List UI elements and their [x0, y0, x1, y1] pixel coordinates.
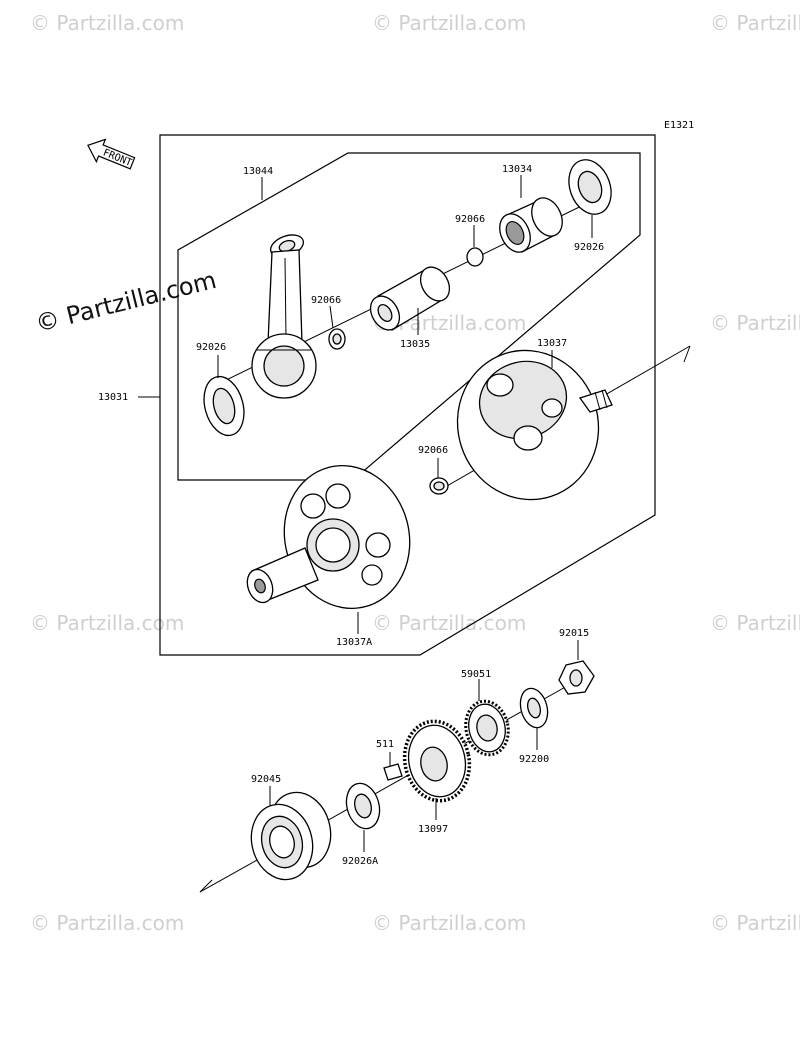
crank-web-left-13037A: [246, 464, 411, 610]
diagram-code: E1321: [664, 120, 694, 131]
bushing-92066-left: [328, 328, 346, 350]
front-arrow-icon: FRONT: [87, 138, 136, 170]
crank-web-right-13037: [456, 349, 613, 501]
crank-pin-13035: [369, 266, 451, 331]
part-callouts: 13044 13034 92066 92026 92066 92026 1303…: [98, 164, 604, 867]
needle-bearing-13034: [499, 197, 563, 253]
callout-92066-upper[interactable]: 92066: [455, 214, 485, 225]
callout-13037[interactable]: 13037: [537, 338, 567, 349]
bushing-92066-center: [429, 477, 449, 495]
callout-92026-right[interactable]: 92026: [574, 242, 604, 253]
axis-arrow-tail: [199, 879, 213, 893]
bushing-92066-upper: [466, 247, 484, 267]
gear-59051: [464, 699, 510, 757]
callout-92066-left[interactable]: 92066: [311, 295, 341, 306]
callout-13044[interactable]: 13044: [243, 166, 273, 177]
watermark-tile: © Partzilla.com: [30, 11, 184, 35]
thrust-washer-92026-right: [568, 159, 612, 215]
connecting-rod: [251, 234, 317, 399]
nut-92015: [558, 660, 595, 695]
watermark-tiles: © Partzilla.com © Partzilla.com © Partzi…: [30, 11, 800, 935]
callout-92066-center[interactable]: 92066: [418, 445, 448, 456]
washer-92200: [519, 687, 549, 729]
watermark-tile: © Partzilla.com: [30, 911, 184, 935]
callout-92015[interactable]: 92015: [559, 628, 589, 639]
watermark-tile: © Partzilla.com: [710, 11, 800, 35]
callout-13037A[interactable]: 13037A: [336, 637, 372, 648]
callout-511[interactable]: 511: [376, 739, 394, 750]
washer-92026A: [345, 782, 381, 830]
assembly-frame-13031: [159, 134, 656, 656]
watermark-tile: © Partzilla.com: [710, 911, 800, 935]
watermark-tile: © Partzilla.com: [372, 611, 526, 635]
key-511: [383, 763, 403, 781]
callout-13031[interactable]: 13031: [98, 392, 128, 403]
watermark-main: © Partzilla.com: [33, 266, 219, 338]
watermark-tile: © Partzilla.com: [710, 311, 800, 335]
callout-92200[interactable]: 92200: [519, 754, 549, 765]
gear-13097: [402, 719, 472, 803]
callout-13034[interactable]: 13034: [502, 164, 532, 175]
callout-13097[interactable]: 13097: [418, 824, 448, 835]
callout-92045[interactable]: 92045: [251, 774, 281, 785]
callout-92026-left[interactable]: 92026: [196, 342, 226, 353]
watermark-tile: © Partzilla.com: [710, 611, 800, 635]
callout-59051[interactable]: 59051: [461, 669, 491, 680]
thrust-washer-92026-left: [203, 375, 245, 437]
leader-lines: [138, 175, 593, 852]
watermark-tile: © Partzilla.com: [30, 611, 184, 635]
callout-13035[interactable]: 13035: [400, 339, 430, 350]
callout-92026A[interactable]: 92026A: [342, 856, 378, 867]
watermark-tile: © Partzilla.com: [372, 11, 526, 35]
axis-arrow-tip: [683, 345, 691, 363]
ball-bearing-92045: [250, 791, 332, 881]
watermark-tile: © Partzilla.com: [372, 911, 526, 935]
